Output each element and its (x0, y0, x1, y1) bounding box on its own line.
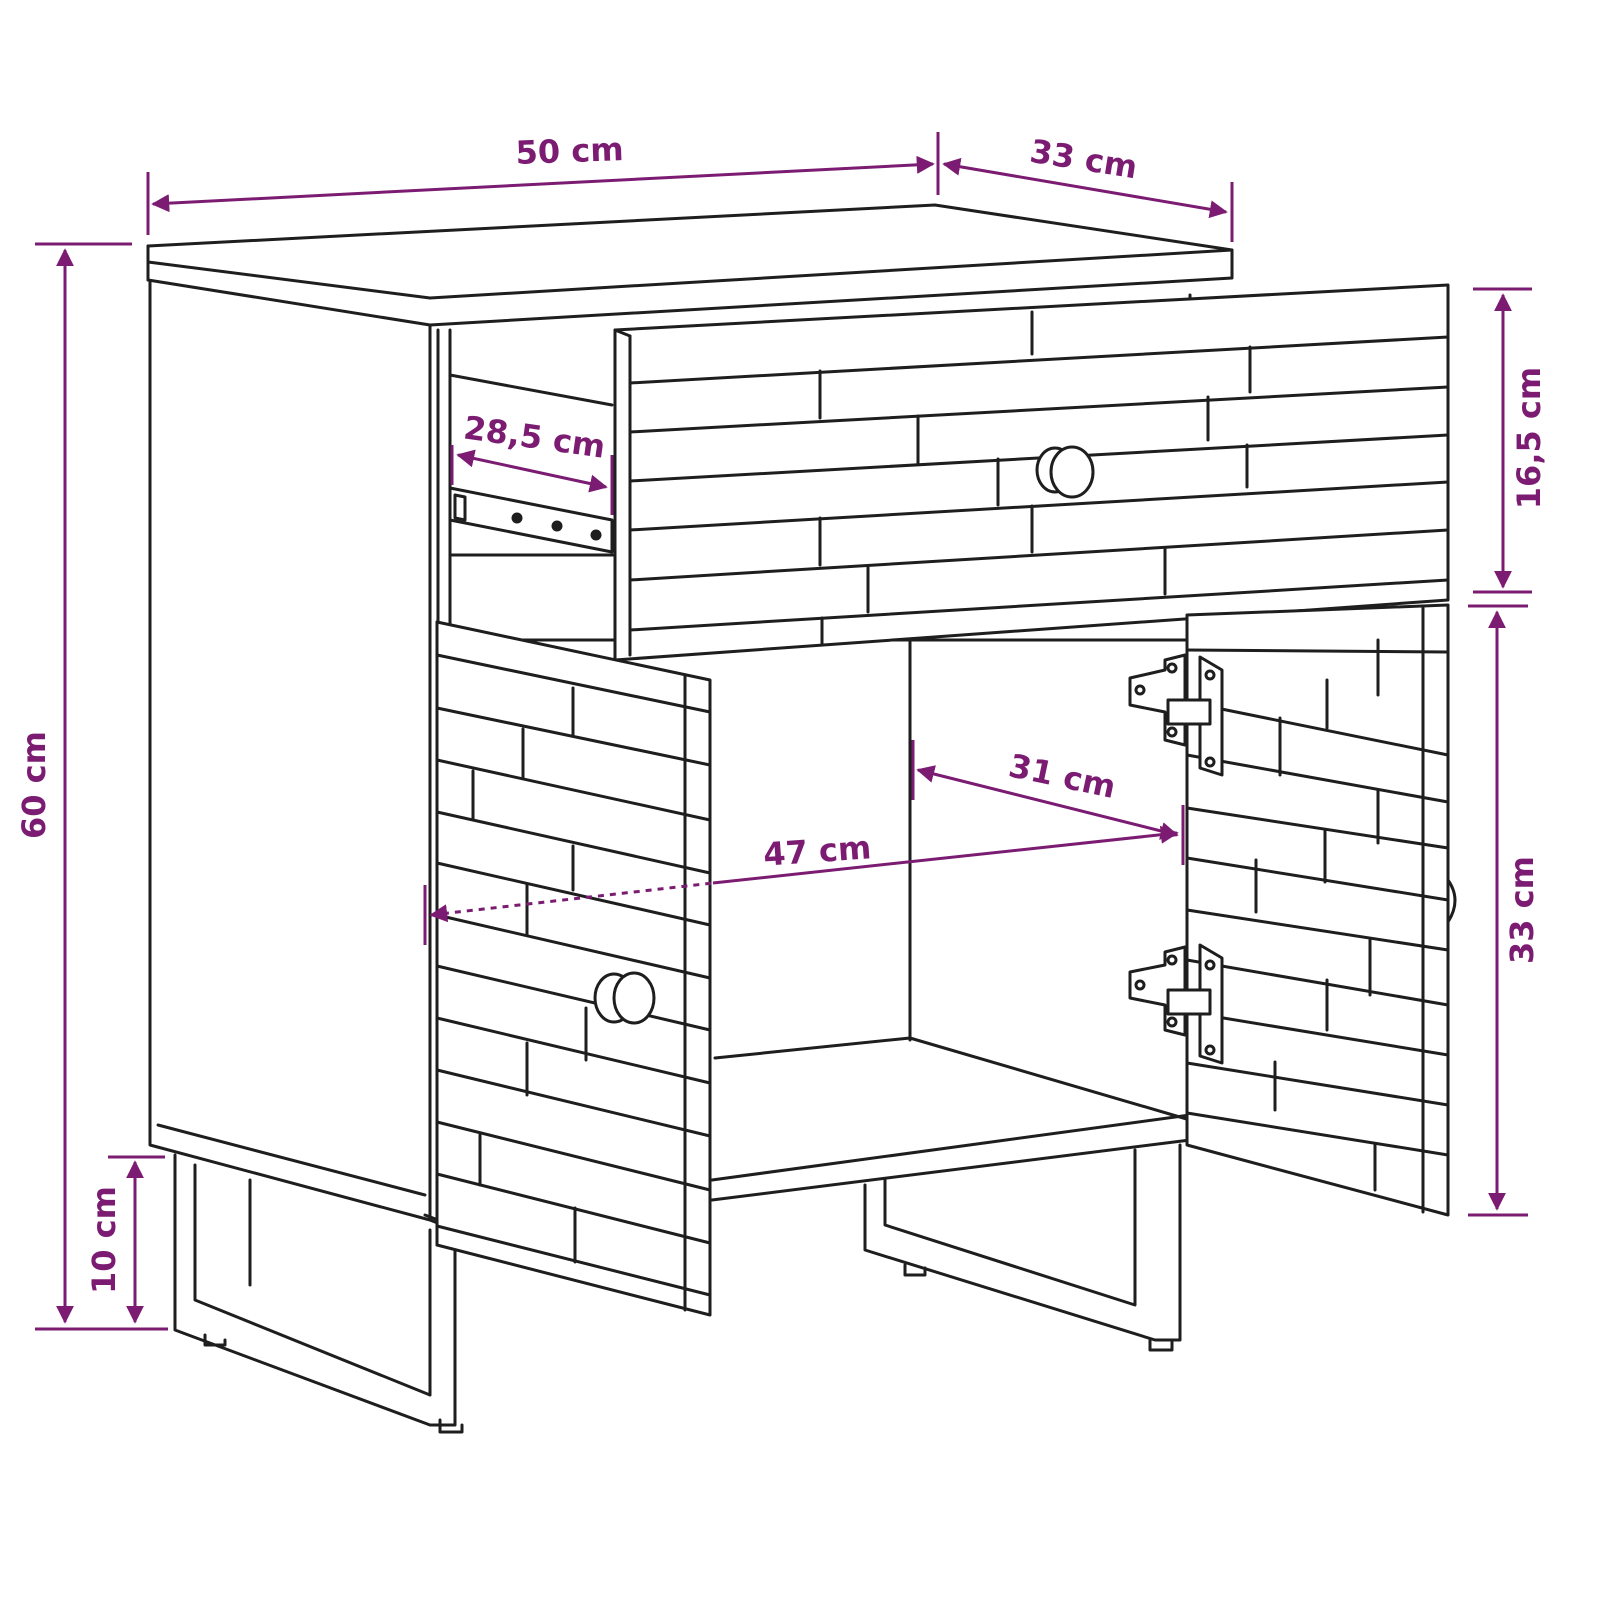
width-arrow (151, 155, 935, 213)
inner-depth-arrow (916, 765, 1179, 840)
inner-width-label: 47 cm (762, 828, 872, 873)
right-door-planks (1185, 638, 1450, 1192)
inner-width-arrow (712, 825, 1179, 885)
drawer-front (613, 283, 1450, 662)
depth-arrow (942, 157, 1228, 219)
left-door-planks (435, 653, 712, 1297)
right-door-knob (1446, 878, 1457, 924)
side-panel (148, 278, 432, 1222)
drawer-planks (628, 310, 1450, 647)
drawer-depth-arrow (456, 449, 608, 493)
depth-label: 33 cm (1027, 132, 1140, 186)
leg-height-label: 10 cm (85, 1186, 123, 1294)
hinge-bottom (1128, 943, 1224, 1065)
dimension-lines (35, 132, 1532, 1331)
drawer-knob (1035, 445, 1095, 499)
drawer-slide (448, 373, 614, 407)
drawer-height-label: 16,5 cm (1510, 367, 1548, 509)
nightstand-body (146, 203, 1457, 1434)
hinge-top (1128, 653, 1224, 777)
right-leg (863, 1143, 1182, 1342)
width-label: 50 cm (515, 130, 624, 172)
right-door (1185, 603, 1450, 1217)
left-door-knob (593, 971, 656, 1025)
height-label: 60 cm (15, 731, 53, 839)
cabinet-height-label: 33 cm (1503, 856, 1541, 964)
drawer-depth-label: 28,5 cm (461, 408, 607, 465)
